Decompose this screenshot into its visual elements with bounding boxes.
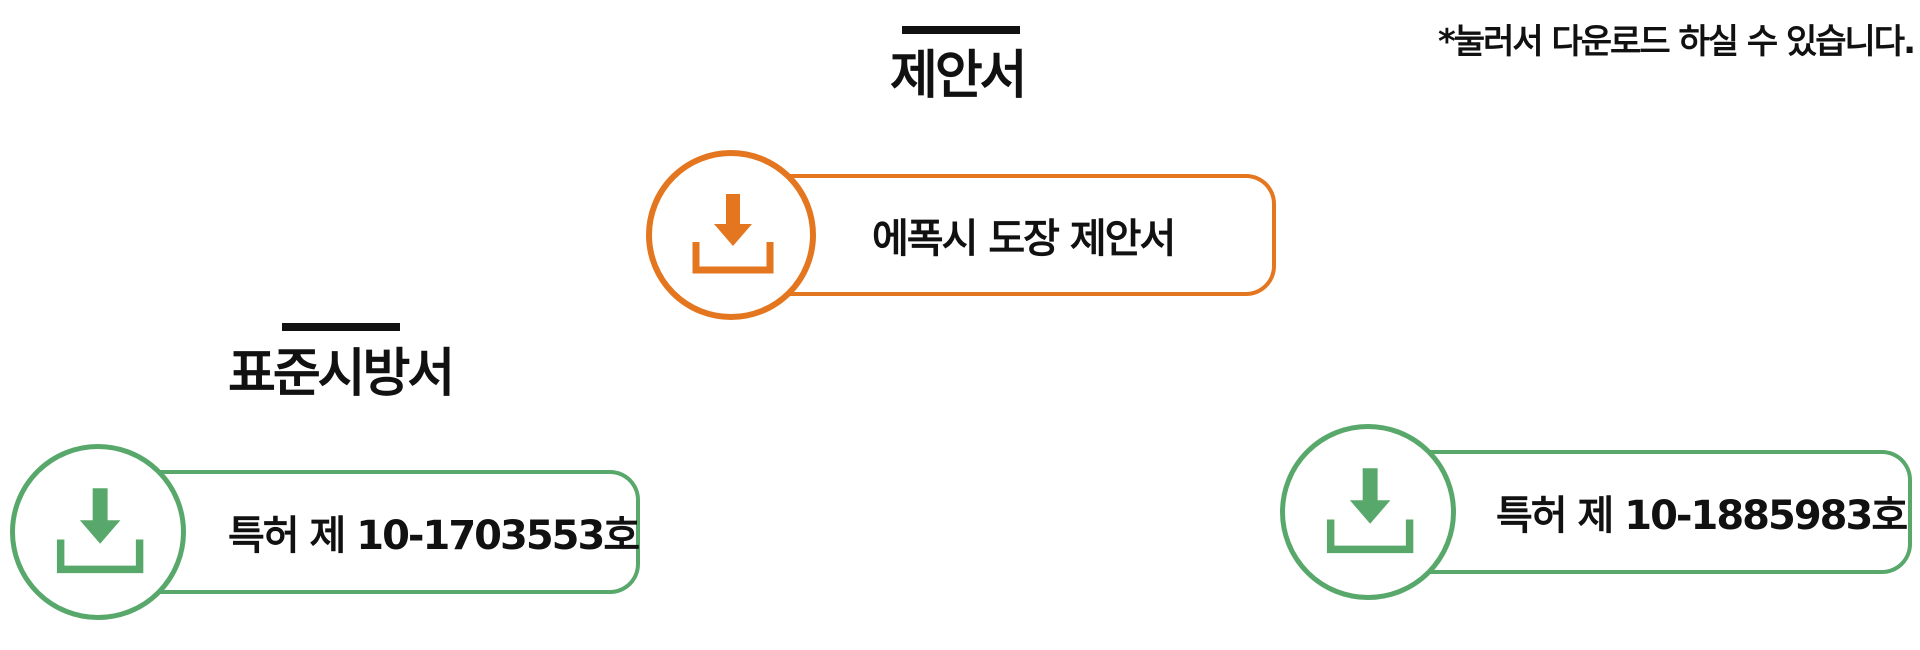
download-icon xyxy=(56,488,144,574)
spec-download-circle xyxy=(10,444,186,620)
proposal-download-button[interactable]: 에폭시 도장 제안서 xyxy=(646,150,1276,320)
spec-download-label: 특허 제 10-1703553호 xyxy=(228,513,640,559)
download-icon xyxy=(692,194,774,274)
proposal-title-bar xyxy=(902,26,1020,34)
patent-download-label: 특허 제 10-1885983호 xyxy=(1496,493,1908,539)
proposal-title: 제안서 xyxy=(890,46,1028,106)
download-icon xyxy=(1326,468,1414,554)
proposal-download-circle xyxy=(646,150,816,320)
spec-title: 표준시방서 xyxy=(228,344,455,404)
spec-title-bar xyxy=(282,323,400,331)
patent-download-circle xyxy=(1280,424,1456,600)
proposal-download-label: 에폭시 도장 제안서 xyxy=(872,216,1176,262)
spec-download-button[interactable]: 특허 제 10-1703553호 xyxy=(10,444,640,620)
patent-download-button[interactable]: 특허 제 10-1885983호 xyxy=(1280,424,1912,600)
download-hint-note: *눌러서 다운로드 하실 수 있습니다. xyxy=(1438,22,1916,62)
proposal-download-pill xyxy=(726,174,1276,296)
